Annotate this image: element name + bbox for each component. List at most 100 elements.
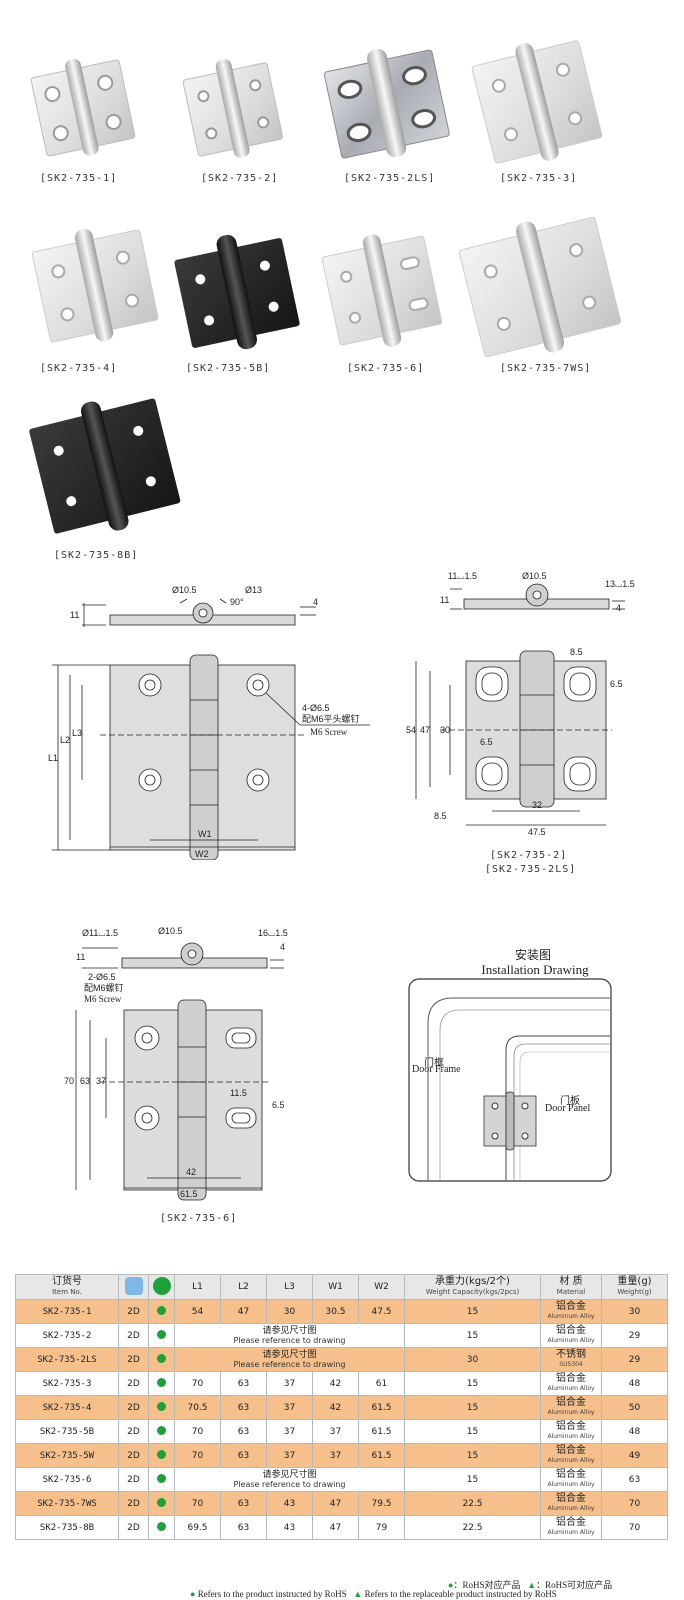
dim-label: 2-Ø6.5	[88, 972, 116, 982]
cell-rohs	[148, 1323, 175, 1348]
dim-label: W2	[195, 849, 209, 859]
technical-drawing-generic: Ø10.5 Ø13 90° 4 11 L1 L2 L3 W1 W2 4-Ø6.5…	[48, 585, 370, 860]
legend-line-2: ● Refers to the product instructed by Ro…	[190, 1589, 557, 1599]
product-label: [SK2-735-4]	[40, 363, 118, 374]
cell-w2: 47.5	[358, 1299, 405, 1324]
dim-label: 11	[70, 610, 79, 620]
cell-w2: 61	[358, 1371, 405, 1396]
cell-capacity: 15	[404, 1419, 541, 1444]
cell-cad[interactable]: 2D	[118, 1515, 149, 1540]
cell-w1: 37	[312, 1443, 359, 1468]
dim-label: 配M6平头螺钉	[302, 714, 360, 724]
cell-l2: 63	[220, 1371, 267, 1396]
header-rohs	[148, 1274, 175, 1300]
cell-item: SK2-735-7WS	[15, 1491, 119, 1516]
cell-rohs	[148, 1467, 175, 1492]
cell-weight: 48	[601, 1419, 668, 1444]
cell-w2: 61.5	[358, 1443, 405, 1468]
dim-label: 8.5	[570, 647, 583, 657]
rohs-dot-icon	[157, 1377, 166, 1387]
technical-drawing-sk2-735-6: Ø11⌴1.5 Ø10.5 16⌴1.5 11 4 2-Ø6.5 配M6螺钉 M…	[64, 926, 288, 1201]
dim-label: 63	[80, 1076, 90, 1086]
cell-l3: 37	[266, 1395, 313, 1420]
cell-cad[interactable]: 2D	[118, 1299, 149, 1324]
cell-weight: 30	[601, 1299, 668, 1324]
cad-2d-icon	[124, 1276, 143, 1295]
cell-item: SK2-735-1	[15, 1299, 119, 1324]
drawing-caption: [SK2-735-6]	[160, 1213, 238, 1224]
hinge-photo	[323, 48, 450, 159]
cell-cad[interactable]: 2D	[118, 1371, 149, 1396]
rohs-dot-icon: ●	[190, 1589, 196, 1599]
cell-l1: 70	[174, 1491, 221, 1516]
header-l1: L1	[174, 1274, 221, 1300]
dim-label: 37	[96, 1076, 106, 1086]
cell-w1: 42	[312, 1371, 359, 1396]
cell-weight: 70	[601, 1491, 668, 1516]
cell-weight: 70	[601, 1515, 668, 1540]
dim-label: 61.5	[180, 1189, 198, 1199]
cell-cad[interactable]: 2D	[118, 1395, 149, 1420]
cell-l3: 37	[266, 1371, 313, 1396]
hinge-photo	[471, 40, 603, 164]
cell-cad[interactable]: 2D	[118, 1467, 149, 1492]
cell-w1: 37	[312, 1419, 359, 1444]
cell-weight: 49	[601, 1443, 668, 1468]
cell-rohs	[148, 1299, 175, 1324]
installation-drawing	[408, 978, 612, 1182]
rohs-dot-icon	[157, 1473, 166, 1483]
cell-item: SK2-735-8B	[15, 1515, 119, 1540]
cell-rohs	[148, 1419, 175, 1444]
dim-label: L2	[60, 735, 70, 745]
dim-label: 70	[64, 1076, 74, 1086]
dim-label: 11⌴1.5	[448, 571, 477, 581]
cell-cad[interactable]: 2D	[118, 1443, 149, 1468]
cell-cad[interactable]: 2D	[118, 1491, 149, 1516]
product-photo-grid	[29, 40, 622, 534]
dim-label: 4	[616, 603, 621, 613]
cell-capacity: 15	[404, 1395, 541, 1420]
cell-w1: 47	[312, 1515, 359, 1540]
drawing-caption: [SK2-735-2LS]	[485, 864, 577, 875]
rohs-dot-icon	[157, 1425, 166, 1435]
hinge-photo	[30, 58, 136, 157]
door-panel-label-cn: 门板	[560, 1096, 580, 1107]
header-cad	[118, 1274, 149, 1300]
product-label: [SK2-735-2LS]	[344, 173, 436, 184]
hinge-photo	[174, 234, 300, 350]
rohs-triangle-icon: ▲	[527, 1580, 537, 1590]
cell-cad[interactable]: 2D	[118, 1323, 149, 1348]
cell-weight: 63	[601, 1467, 668, 1492]
cell-w2: 79	[358, 1515, 405, 1540]
cell-cad[interactable]: 2D	[118, 1347, 149, 1372]
header-l3: L3	[266, 1274, 313, 1300]
header-capacity: 承重力(kgs/2个)Weight Capacity(kgs/2pcs)	[404, 1274, 541, 1300]
dim-label: Ø11⌴1.5	[82, 928, 118, 938]
dim-label: 13⌴1.5	[605, 579, 635, 589]
dim-label: 42	[186, 1167, 196, 1177]
cell-item: SK2-735-5W	[15, 1443, 119, 1468]
dim-label: 30	[440, 725, 450, 735]
cell-item: SK2-735-2	[15, 1323, 119, 1348]
cell-rohs	[148, 1515, 175, 1540]
cell-l1: 70	[174, 1371, 221, 1396]
cell-weight: 29	[601, 1323, 668, 1348]
dim-label: 11	[440, 595, 449, 605]
rohs-icon	[152, 1276, 171, 1295]
cell-capacity: 15	[404, 1467, 541, 1492]
cell-cad[interactable]: 2D	[118, 1419, 149, 1444]
cell-w1: 42	[312, 1395, 359, 1420]
dim-label: L1	[48, 753, 58, 763]
